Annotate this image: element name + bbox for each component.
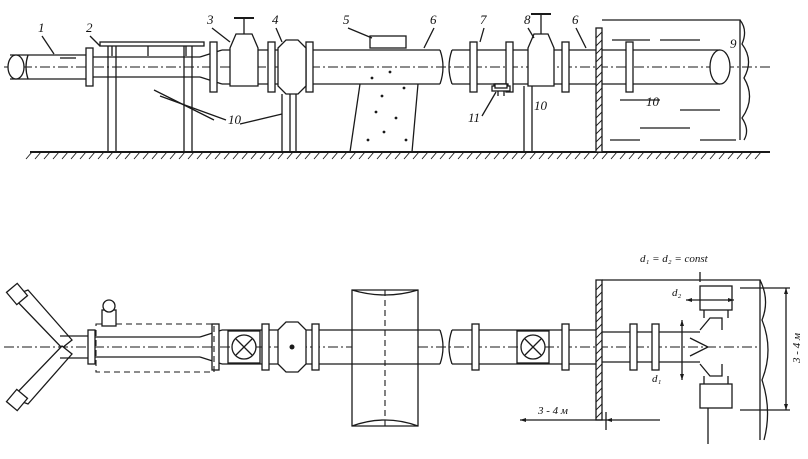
dimension-horizontal-span: 3 - 4 м [537, 405, 568, 417]
callout-3: 3 [206, 12, 214, 27]
drain-11 [494, 83, 508, 89]
callout-4: 4 [272, 12, 279, 27]
support-legs-10 [107, 46, 533, 152]
callout-6a: 6 [430, 12, 437, 27]
y-branch-hoses [5, 282, 88, 412]
outlet-nozzle-9 [709, 49, 731, 85]
fitting-plan [277, 321, 307, 373]
callout-10b: 10 [534, 98, 548, 113]
gate-valve-8 [527, 13, 555, 87]
callout-11: 11 [468, 110, 480, 125]
valve-plan-2 [516, 330, 550, 364]
callout-5: 5 [343, 12, 350, 27]
dimension-labels: d₁ = d₂ = const d₂ d₁ 3 - 4 м 3 - 4 м [537, 253, 803, 417]
valve-plan-1 [227, 330, 261, 364]
flanges-top [85, 41, 634, 93]
water-lines [610, 39, 736, 141]
callout-2: 2 [86, 20, 93, 35]
dimension-d2: d₂ [672, 287, 682, 299]
callout-7: 7 [480, 12, 487, 27]
callout-8: 8 [524, 12, 531, 27]
dimension-equality: d₁ = d₂ = const [640, 253, 709, 265]
callout-9: 9 [730, 36, 737, 51]
support-block-plan [351, 289, 419, 427]
callout-labels: 1 2 3 4 5 6 7 8 6 9 10 10 10 11 [38, 12, 737, 127]
support-block-5 [349, 35, 419, 153]
ground-hatching [25, 151, 762, 160]
outlet-pair [689, 285, 733, 409]
callout-10c: 10 [646, 94, 660, 109]
platform-outline [95, 323, 215, 373]
dimension-lines [520, 272, 790, 444]
callout-1: 1 [38, 20, 45, 35]
hose-nozzle [7, 54, 88, 80]
platform [99, 41, 205, 56]
dimension-vertical-span: 3 - 4 м [791, 333, 803, 364]
flanges-bottom [87, 323, 660, 371]
callout-10a: 10 [228, 112, 242, 127]
plan-view [4, 272, 790, 444]
callout-6b: 6 [572, 12, 579, 27]
platform-pump [101, 299, 117, 327]
dimension-d1: d₁ [652, 373, 662, 385]
gate-valve-3 [229, 17, 259, 87]
tank-wall [595, 19, 751, 153]
side-elevation [4, 13, 770, 160]
fitting-4 [277, 39, 307, 95]
